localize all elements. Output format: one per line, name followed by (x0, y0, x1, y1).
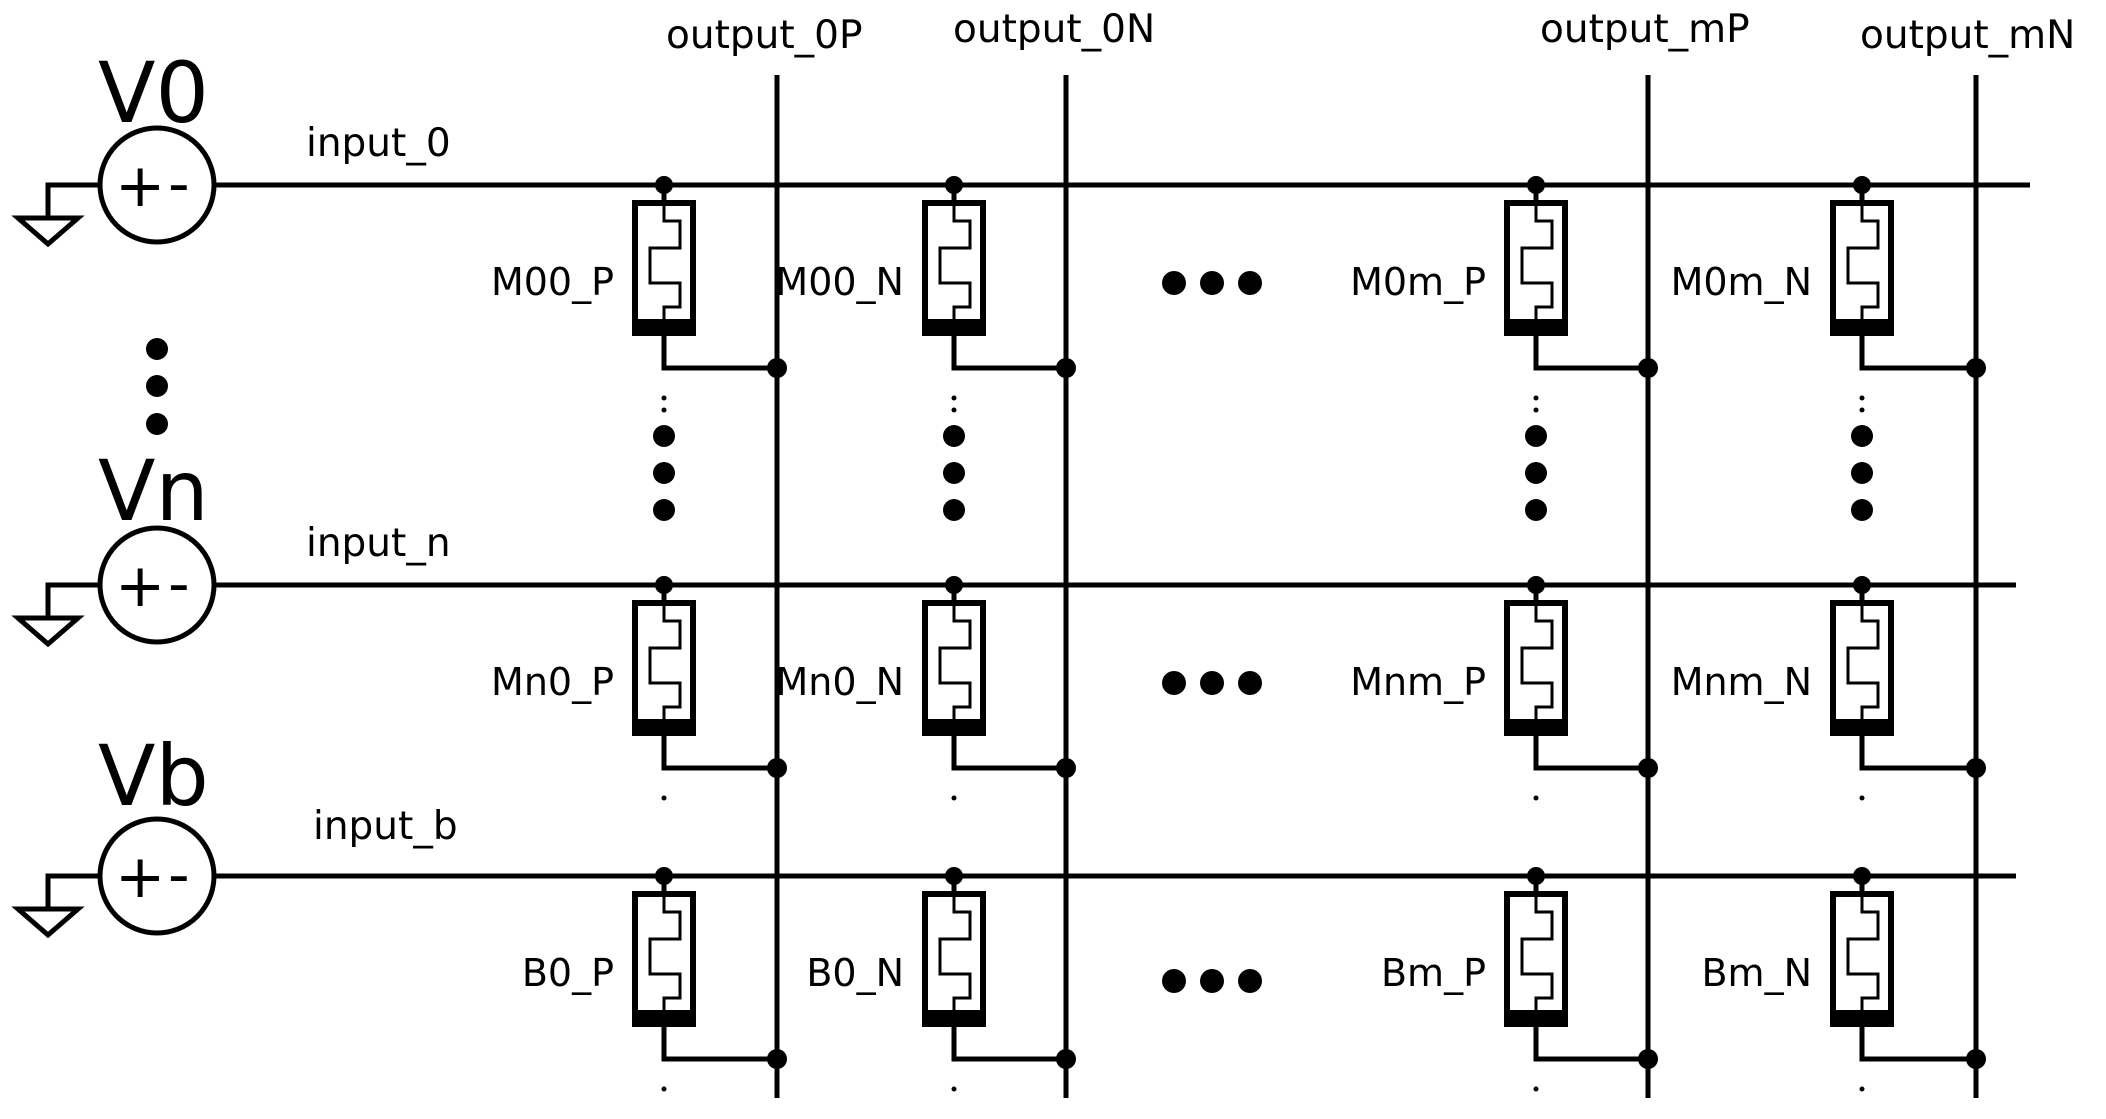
memristor-label: B0_N (806, 951, 904, 995)
plus-sign: + (115, 151, 165, 221)
plus-sign: + (115, 842, 165, 912)
memristor-label: Bm_P (1381, 951, 1486, 995)
row-ellipsis-icon (653, 425, 675, 521)
input-row-b: input_b (214, 804, 2016, 879)
ground-icon (11, 906, 85, 939)
memristor-label: M0m_N (1671, 260, 1812, 304)
output-junction-dot (767, 358, 787, 378)
output-junction-dot (1966, 758, 1986, 778)
ground-wire (45, 182, 100, 218)
memristor-label: B0_P (522, 951, 614, 995)
output-labels: output_0P output_0N output_mP output_mN (666, 7, 2075, 58)
memristor-array: M00_P M00_N M0m_P M0m_N Mn0_P Mn0_N Mnm_P Mnm_N… (491, 176, 1986, 1092)
voltage-source-v0: V0 + - (11, 44, 217, 248)
output-label-mp: output_mP (1540, 7, 1750, 52)
memristor-cell: M0m_N (1671, 176, 1986, 401)
memristor-icon (1504, 600, 1568, 736)
plus-sign: + (115, 551, 165, 621)
ground-icon (11, 215, 85, 248)
memristor-icon (922, 600, 986, 736)
column-ellipsis-icon (1162, 671, 1262, 695)
source-label-vb: Vb (98, 727, 209, 825)
memristor-icon (922, 891, 986, 1027)
output-junction-dot (1966, 1049, 1986, 1069)
memristor-icon (922, 200, 986, 336)
input-row-n: input_n (214, 521, 2016, 588)
row-ellipsis-icon (943, 425, 965, 521)
voltage-source-vn: Vn + - (11, 442, 217, 648)
source-ellipsis-icon (146, 338, 168, 435)
memristor-cell: M00_N (775, 176, 1076, 401)
output-junction-dot (1966, 358, 1986, 378)
memristor-label: M00_P (491, 260, 614, 304)
input-label-b: input_b (313, 804, 458, 849)
output-label-0p: output_0P (666, 13, 862, 58)
memristor-cell: M0m_P (1350, 176, 1658, 401)
memristor-cell: M00_P (491, 176, 787, 401)
minus-sign: - (168, 840, 190, 910)
output-junction-dot (767, 1049, 787, 1069)
ground-wire (45, 873, 100, 909)
memristor-cell: Mn0_P (491, 576, 787, 801)
memristor-label: M0m_P (1350, 260, 1486, 304)
memristor-label: Mnm_N (1671, 660, 1812, 704)
memristor-label: Mn0_P (491, 660, 614, 704)
memristor-icon (1830, 891, 1894, 1027)
row-ellipsis-icon (1525, 425, 1547, 521)
memristor-cell: B0_P (522, 867, 787, 1092)
minus-sign: - (168, 149, 190, 219)
input-label-0: input_0 (306, 121, 451, 166)
column-ellipsis-icon (1162, 969, 1262, 993)
column-ellipsis-icon (1162, 271, 1262, 295)
output-junction-dot (1056, 1049, 1076, 1069)
memristor-icon (1830, 600, 1894, 736)
ground-wire (45, 582, 100, 618)
memristor-cell: Mnm_N (1671, 576, 1986, 801)
memristor-icon (1504, 891, 1568, 1027)
memristor-icon (632, 200, 696, 336)
input-label-n: input_n (306, 521, 451, 566)
source-label-vn: Vn (98, 442, 209, 540)
memristor-cell: B0_N (806, 867, 1076, 1092)
memristor-cell: Mn0_N (776, 576, 1076, 801)
memristor-cell: Bm_N (1701, 867, 1986, 1092)
memristor-label: M00_N (775, 260, 904, 304)
memristor-icon (1504, 200, 1568, 336)
voltage-source-vb: Vb + - (11, 727, 217, 939)
output-junction-dot (1638, 1049, 1658, 1069)
output-junction-dot (1056, 758, 1076, 778)
output-junction-dot (1638, 758, 1658, 778)
output-junction-dot (1056, 358, 1076, 378)
output-label-0n: output_0N (953, 7, 1155, 52)
memristor-label: Bm_N (1701, 951, 1812, 995)
memristor-icon (632, 891, 696, 1027)
memristor-label: Mnm_P (1350, 660, 1486, 704)
input-row-0: input_0 (214, 121, 2030, 188)
output-junction-dot (767, 758, 787, 778)
output-junction-dot (1638, 358, 1658, 378)
memristor-cell: Mnm_P (1350, 576, 1658, 801)
ground-icon (11, 615, 85, 648)
memristor-label: Mn0_N (776, 660, 904, 704)
memristor-icon (632, 600, 696, 736)
memristor-icon (1830, 200, 1894, 336)
output-label-mn: output_mN (1860, 13, 2075, 58)
row-ellipsis-icon (1851, 425, 1873, 521)
memristor-cell: Bm_P (1381, 867, 1658, 1092)
minus-sign: - (168, 549, 190, 619)
